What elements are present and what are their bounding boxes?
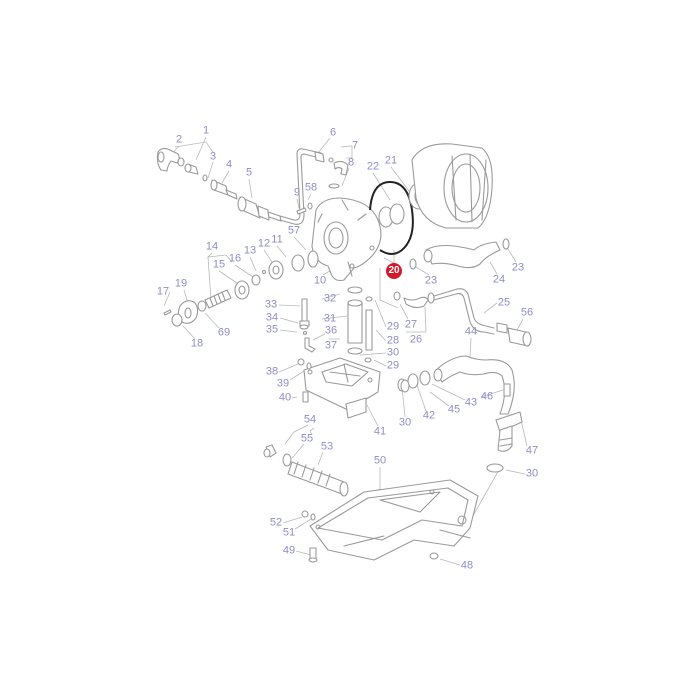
part-7-elbow bbox=[328, 157, 349, 189]
callout-38[interactable]: 38 bbox=[265, 365, 279, 378]
part-30-o-ring bbox=[486, 463, 504, 473]
callout-29b[interactable]: 29 bbox=[386, 359, 400, 372]
part-5-valve bbox=[237, 196, 282, 222]
small-fasteners bbox=[301, 510, 439, 563]
callout-25[interactable]: 25 bbox=[497, 296, 511, 309]
callout-30a[interactable]: 30 bbox=[386, 346, 400, 359]
callout-45[interactable]: 45 bbox=[447, 403, 461, 416]
part-33-bolt bbox=[299, 298, 316, 353]
callout-21[interactable]: 21 bbox=[384, 154, 398, 167]
callout-57[interactable]: 57 bbox=[287, 224, 301, 237]
callout-4[interactable]: 4 bbox=[225, 158, 233, 171]
part-38-plug bbox=[297, 358, 312, 403]
pipe-bent bbox=[279, 148, 325, 225]
part-10-pump-housing bbox=[311, 197, 382, 282]
callout-24[interactable]: 24 bbox=[492, 273, 506, 286]
callout-18[interactable]: 18 bbox=[190, 337, 204, 350]
callout-35[interactable]: 35 bbox=[265, 323, 279, 336]
part-2-elbow bbox=[156, 147, 185, 172]
part-18-seal bbox=[171, 313, 183, 327]
callout-33[interactable]: 33 bbox=[264, 298, 278, 311]
callout-56[interactable]: 56 bbox=[520, 306, 534, 319]
callout-9[interactable]: 9 bbox=[293, 186, 301, 199]
shaft-seals bbox=[234, 250, 319, 300]
part-1-fitting bbox=[184, 163, 208, 182]
callout-39[interactable]: 39 bbox=[276, 377, 290, 390]
callout-16[interactable]: 16 bbox=[228, 252, 242, 265]
callout-14[interactable]: 14 bbox=[205, 240, 219, 253]
callout-8[interactable]: 8 bbox=[347, 156, 355, 169]
callout-10[interactable]: 10 bbox=[313, 274, 327, 287]
part-4-adaptor bbox=[210, 179, 238, 200]
callout-58[interactable]: 58 bbox=[304, 181, 318, 194]
part-31-sleeve bbox=[347, 286, 373, 363]
callout-46[interactable]: 46 bbox=[480, 390, 494, 403]
callout-55[interactable]: 55 bbox=[300, 432, 314, 445]
callout-36[interactable]: 36 bbox=[324, 324, 338, 337]
callout-41[interactable]: 41 bbox=[373, 425, 387, 438]
callout-13[interactable]: 13 bbox=[243, 244, 257, 257]
callout-48[interactable]: 48 bbox=[460, 559, 474, 572]
callout-5[interactable]: 5 bbox=[245, 166, 253, 179]
callout-43[interactable]: 43 bbox=[464, 396, 478, 409]
callout-19[interactable]: 19 bbox=[174, 277, 188, 290]
callout-3[interactable]: 3 bbox=[209, 150, 217, 163]
callout-15[interactable]: 15 bbox=[212, 258, 226, 271]
callout-23b[interactable]: 23 bbox=[511, 261, 525, 274]
callout-30b[interactable]: 30 bbox=[398, 416, 412, 429]
part-19-flange bbox=[177, 300, 199, 324]
part-9-bolt bbox=[296, 202, 313, 215]
part-41-cover-plate bbox=[303, 357, 381, 419]
part-27-elbow bbox=[393, 291, 435, 309]
callout-52[interactable]: 52 bbox=[269, 516, 283, 529]
part-50-oil-pan bbox=[309, 479, 479, 561]
callout-17[interactable]: 17 bbox=[156, 285, 170, 298]
callout-7[interactable]: 7 bbox=[351, 139, 359, 152]
callout-37[interactable]: 37 bbox=[324, 339, 338, 352]
callout-23a[interactable]: 23 bbox=[424, 274, 438, 287]
callout-6[interactable]: 6 bbox=[329, 126, 337, 139]
callout-54[interactable]: 54 bbox=[303, 413, 317, 426]
callout-47[interactable]: 47 bbox=[525, 444, 539, 457]
callout-32[interactable]: 32 bbox=[323, 292, 337, 305]
callout-69[interactable]: 69 bbox=[217, 326, 231, 339]
callout-51[interactable]: 51 bbox=[282, 526, 296, 539]
callout-12[interactable]: 12 bbox=[257, 237, 271, 250]
callout-53[interactable]: 53 bbox=[320, 440, 334, 453]
part-25-pipe bbox=[433, 288, 508, 335]
part-53-filter bbox=[263, 444, 349, 497]
part-47-flange bbox=[495, 383, 523, 452]
part-24-hose bbox=[409, 238, 510, 270]
callout-28[interactable]: 28 bbox=[386, 334, 400, 347]
callout-11[interactable]: 11 bbox=[271, 233, 283, 246]
callout-50[interactable]: 50 bbox=[373, 454, 387, 467]
callout-42[interactable]: 42 bbox=[422, 409, 436, 422]
callout-40[interactable]: 40 bbox=[278, 391, 292, 404]
callout-30c[interactable]: 30 bbox=[525, 467, 539, 480]
callout-34[interactable]: 34 bbox=[265, 311, 279, 324]
part-22-seal-ring bbox=[369, 180, 414, 255]
callout-29a[interactable]: 29 bbox=[386, 320, 400, 333]
part-56-connector bbox=[507, 327, 532, 347]
part-17-screw bbox=[163, 309, 172, 316]
callout-31[interactable]: 31 bbox=[323, 312, 337, 325]
part-30-ring bbox=[400, 379, 410, 393]
part-14-shaft bbox=[197, 289, 232, 312]
callout-2[interactable]: 2 bbox=[175, 133, 183, 146]
callout-22[interactable]: 22 bbox=[366, 160, 380, 173]
callout-44[interactable]: 44 bbox=[464, 325, 478, 338]
callout-27[interactable]: 27 bbox=[404, 318, 418, 331]
callout-1[interactable]: 1 bbox=[202, 124, 210, 137]
transmission-cover bbox=[411, 143, 493, 229]
highlighted-callout-20[interactable]: 20 bbox=[386, 263, 402, 279]
callout-49[interactable]: 49 bbox=[282, 544, 296, 557]
callout-26[interactable]: 26 bbox=[409, 333, 423, 346]
